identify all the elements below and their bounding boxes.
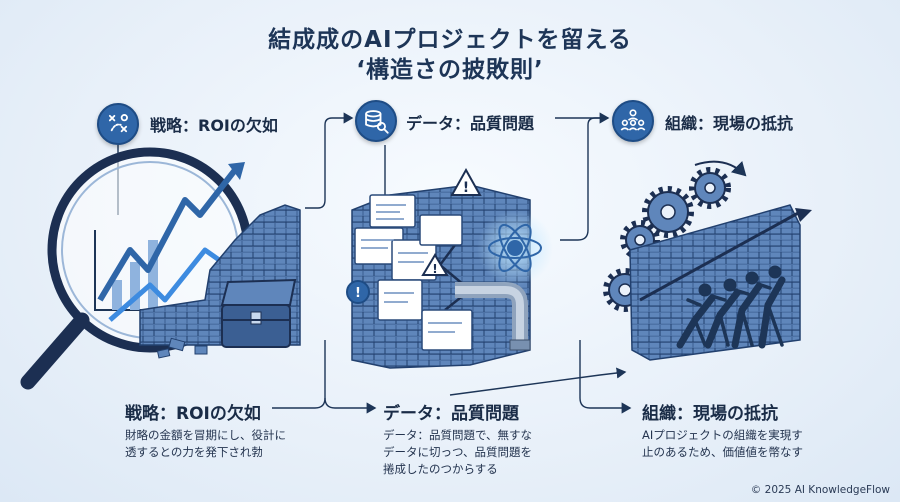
data-quality-illustration: ! ! !	[346, 167, 553, 369]
desc-line: 財略の金額を冒期にし、役計に	[125, 428, 286, 442]
organization-illustration	[603, 160, 812, 361]
strategy-playbook-icon	[97, 103, 139, 145]
desc-line: 止のあるため、価値値を幣なす	[642, 445, 803, 459]
pillar-label-organization: 組織：現場の抵抗	[665, 114, 794, 133]
title-line-2: ‘構造さの披敗則’	[356, 57, 544, 83]
bottom-title-data: データ：品質問題	[383, 404, 519, 424]
pillar-label-strategy: 戦略：ROIの欠如	[150, 116, 278, 135]
bottom-title-strategy: 戦略：ROIの欠如	[125, 404, 261, 424]
desc-line: AIプロジェクトの組織を実現す	[642, 428, 803, 442]
svg-text:!: !	[463, 180, 469, 196]
desc-line: 透するとの力を発下され勃	[125, 445, 263, 459]
bottom-title-organization: 組織：現場の抵抗	[642, 404, 778, 424]
copyright: © 2025 AI KnowledgeFlow	[750, 484, 890, 496]
flow-connectors	[117, 112, 632, 414]
desc-strategy: 財略の金額を冒期にし、役計に 透するとの力を発下され勃	[125, 427, 305, 461]
title-line-1: 結成成のAIプロジェクトを留える	[268, 27, 632, 53]
desc-organization: AIプロジェクトの組織を実現す 止のあるため、価値値を幣なす	[642, 427, 822, 461]
desc-line: データ：品質問題で、無すな	[383, 428, 533, 442]
svg-text:!: !	[432, 262, 437, 276]
strategy-illustration	[20, 147, 301, 390]
team-organization-icon	[612, 100, 654, 142]
desc-data: データ：品質問題で、無すな データに切っつ、品質問題を 捲成したのつからする	[383, 427, 563, 478]
pillar-label-data: データ：品質問題	[406, 114, 535, 133]
svg-text:!: !	[355, 286, 361, 301]
database-search-icon	[355, 100, 397, 142]
desc-line: 捲成したのつからする	[383, 462, 498, 476]
desc-line: データに切っつ、品質問題を	[383, 445, 533, 459]
